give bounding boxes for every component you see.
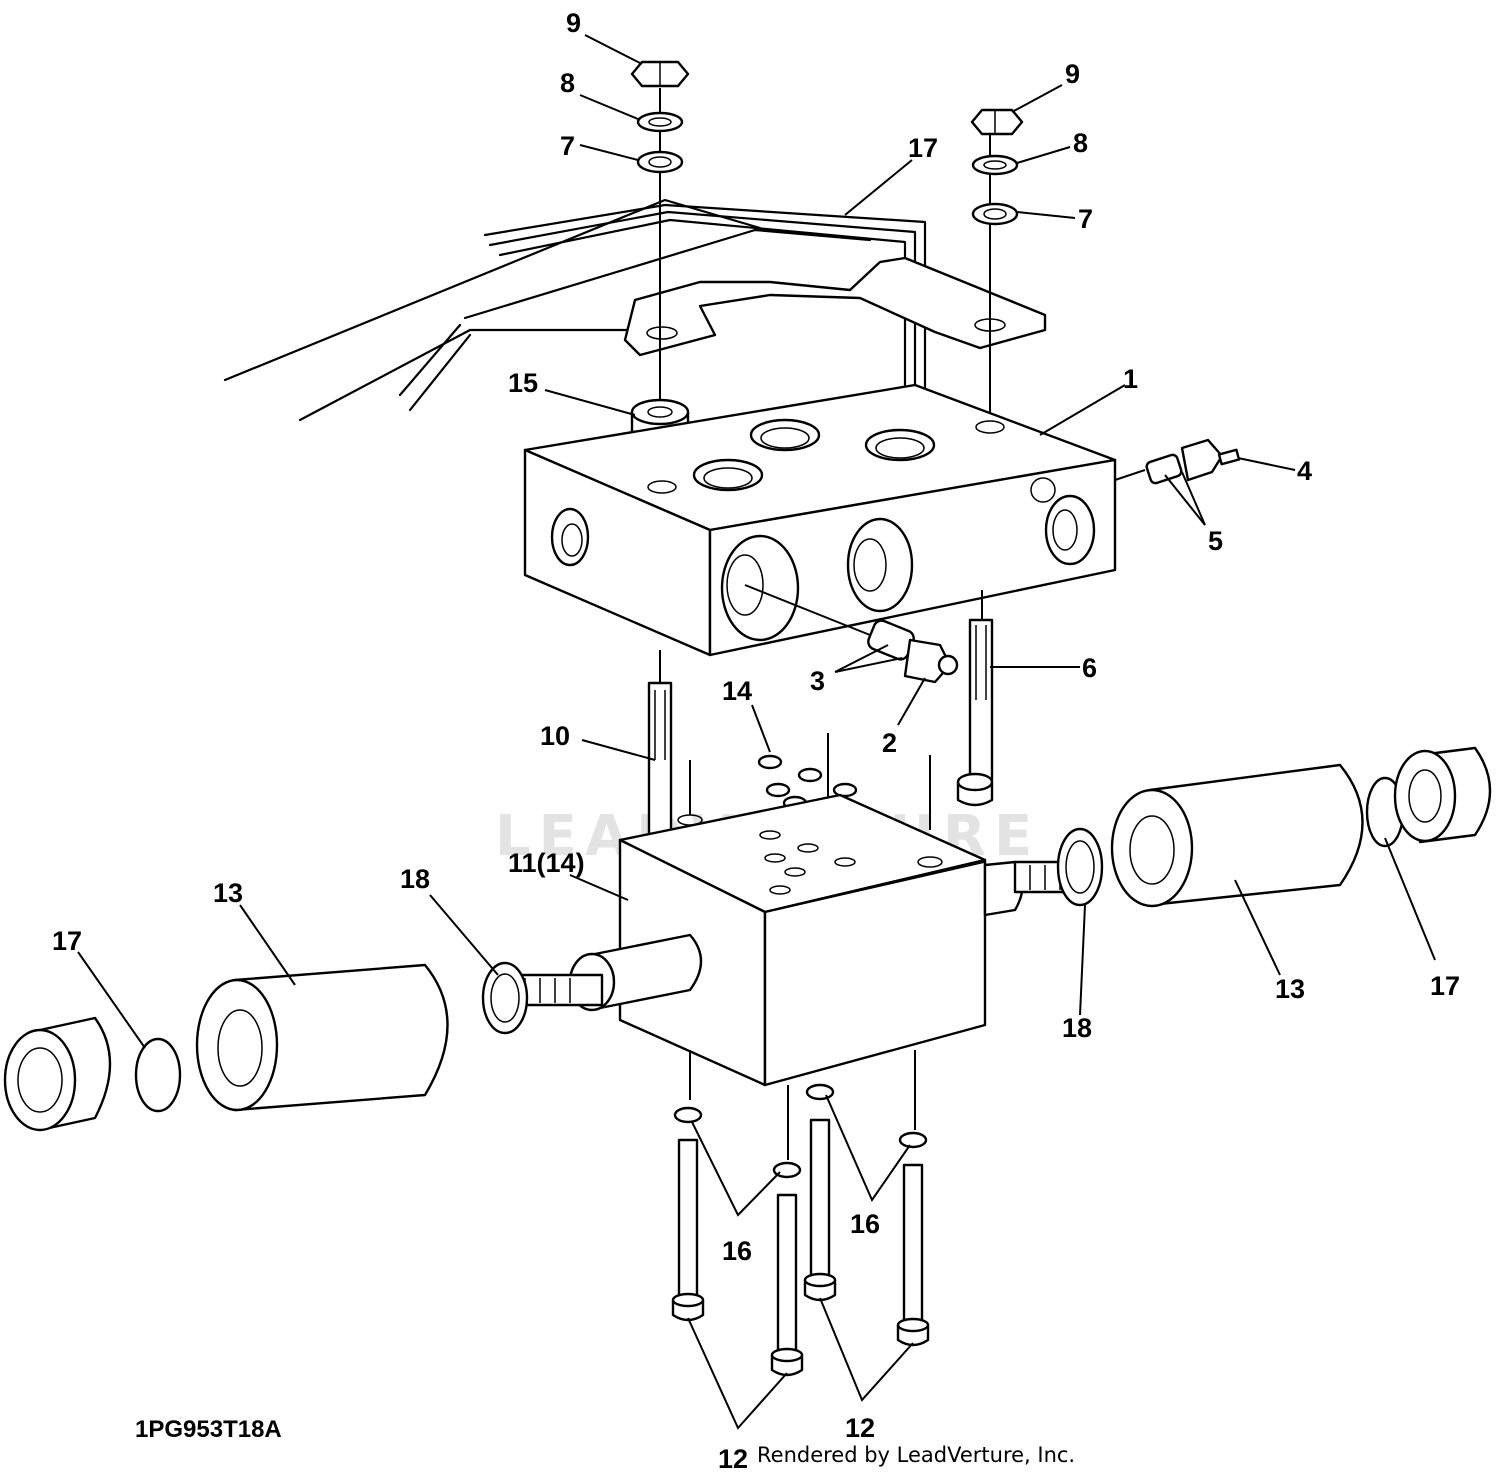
filter-head-11: [618, 793, 987, 1160]
callout-18-right: 18: [1062, 1013, 1092, 1043]
callout-18-left: 18: [400, 864, 430, 894]
pressure-sender-4: [1114, 438, 1241, 485]
diagram-code: 1PG953T18A: [135, 1416, 282, 1443]
callout-16-left: 16: [722, 1236, 752, 1266]
callout-8-left: 8: [560, 68, 575, 98]
callout-9-left: 9: [566, 8, 581, 38]
callout-12-right: 12: [845, 1413, 875, 1443]
callout-labels: 9 8 7 9 8 7 17 15 1 4 5 6 3 2 10 14 11(1…: [52, 8, 1460, 1474]
bottom-bolts-12: [671, 1083, 930, 1377]
callout-17-left: 17: [52, 926, 82, 956]
callout-7-right: 7: [1078, 204, 1093, 234]
callout-4: 4: [1297, 456, 1312, 486]
left-filter-assembly: [3, 933, 703, 1132]
callout-12-left: 12: [718, 1444, 748, 1474]
callout-1: 1: [1123, 364, 1138, 394]
right-filter-assembly: [983, 746, 1492, 917]
callout-11: 11(14): [508, 848, 585, 878]
callout-17-top: 17: [908, 133, 938, 163]
leader-lines: [77, 34, 1436, 1430]
callout-15: 15: [508, 368, 538, 398]
callout-8-right: 8: [1073, 128, 1088, 158]
callout-10: 10: [540, 721, 570, 751]
callout-3: 3: [810, 666, 825, 696]
callout-6: 6: [1082, 653, 1097, 683]
callout-2: 2: [882, 728, 897, 758]
bolt-6: [956, 590, 994, 807]
callout-16-right: 16: [850, 1209, 880, 1239]
valve-block-1: [523, 383, 1117, 657]
callout-5: 5: [1208, 526, 1223, 556]
callout-7-left: 7: [560, 131, 575, 161]
callout-14: 14: [722, 676, 752, 706]
callout-13-left: 13: [213, 878, 243, 908]
fastener-stack-right: [970, 108, 1024, 420]
callout-17-right: 17: [1430, 971, 1460, 1001]
mounting-bracket: [223, 198, 1047, 422]
credit-text: Rendered by LeadVerture, Inc.: [757, 1443, 1075, 1467]
callout-13-right: 13: [1275, 974, 1305, 1004]
callout-9-right: 9: [1065, 59, 1080, 89]
